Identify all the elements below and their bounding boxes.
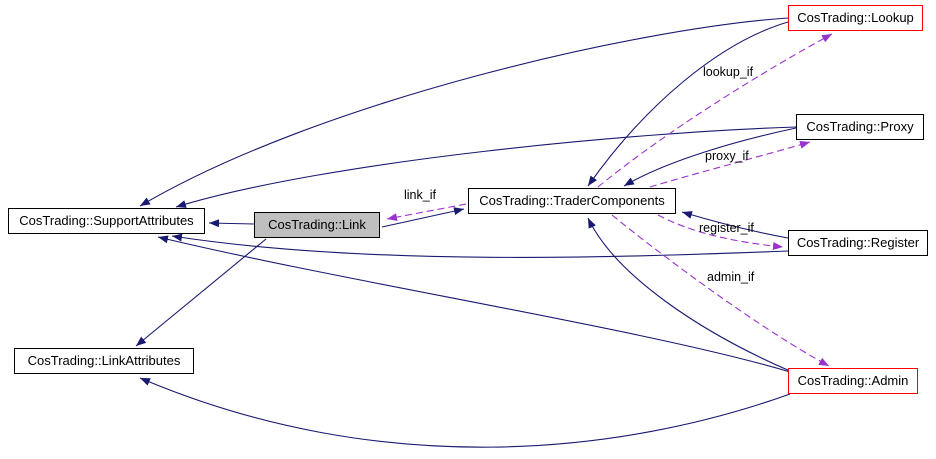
edge-inherit-admin-to-linkattributes (139, 377, 791, 448)
node-costrading-supportattributes[interactable]: CosTrading::SupportAttributes (8, 208, 205, 234)
node-costrading-proxy[interactable]: CosTrading::Proxy (796, 114, 924, 140)
edge-inherit-admin-to-tradercomponents (587, 217, 791, 372)
node-costrading-register[interactable]: CosTrading::Register (788, 230, 928, 256)
edge-inherit-link-to-linkattributes (135, 238, 267, 347)
node-costrading-lookup[interactable]: CosTrading::Lookup (788, 5, 923, 31)
edge-inherit-register-to-tradercomponents (681, 211, 789, 239)
edge-inherit-lookup-to-supportattributes (139, 17, 789, 207)
edge-inherit-link-to-supportattributes (208, 219, 255, 228)
node-costrading-tradercomponents[interactable]: CosTrading::TraderComponents (468, 188, 676, 214)
edge-usage-proxy-if (649, 140, 811, 188)
edge-inherit-link-to-tradercomponents (381, 207, 465, 228)
edge-usage-link-if (386, 203, 467, 222)
edge-label-admin-if: admin_if (707, 270, 755, 284)
edge-label-proxy-if: proxy_if (705, 149, 749, 163)
edge-inherit-proxy-to-supportattributes (175, 126, 797, 208)
edge-inherit-register-to-supportattributes (171, 233, 789, 258)
edge-usage-register-if (657, 214, 784, 251)
edge-usage-admin-if (611, 214, 830, 367)
edge-label-lookup-if: lookup_if (703, 65, 754, 79)
edge-inherit-proxy-to-tradercomponents (623, 127, 797, 187)
edge-label-register-if: register_if (699, 221, 754, 235)
edge-label-link-if: link_if (404, 188, 436, 202)
node-costrading-admin[interactable]: CosTrading::Admin (788, 368, 918, 394)
node-costrading-linkattributes[interactable]: CosTrading::LinkAttributes (14, 348, 194, 374)
edge-usage-lookup-if (597, 33, 833, 188)
node-costrading-link[interactable]: CosTrading::Link (254, 212, 380, 238)
edge-inherit-lookup-to-tradercomponents (587, 21, 789, 187)
